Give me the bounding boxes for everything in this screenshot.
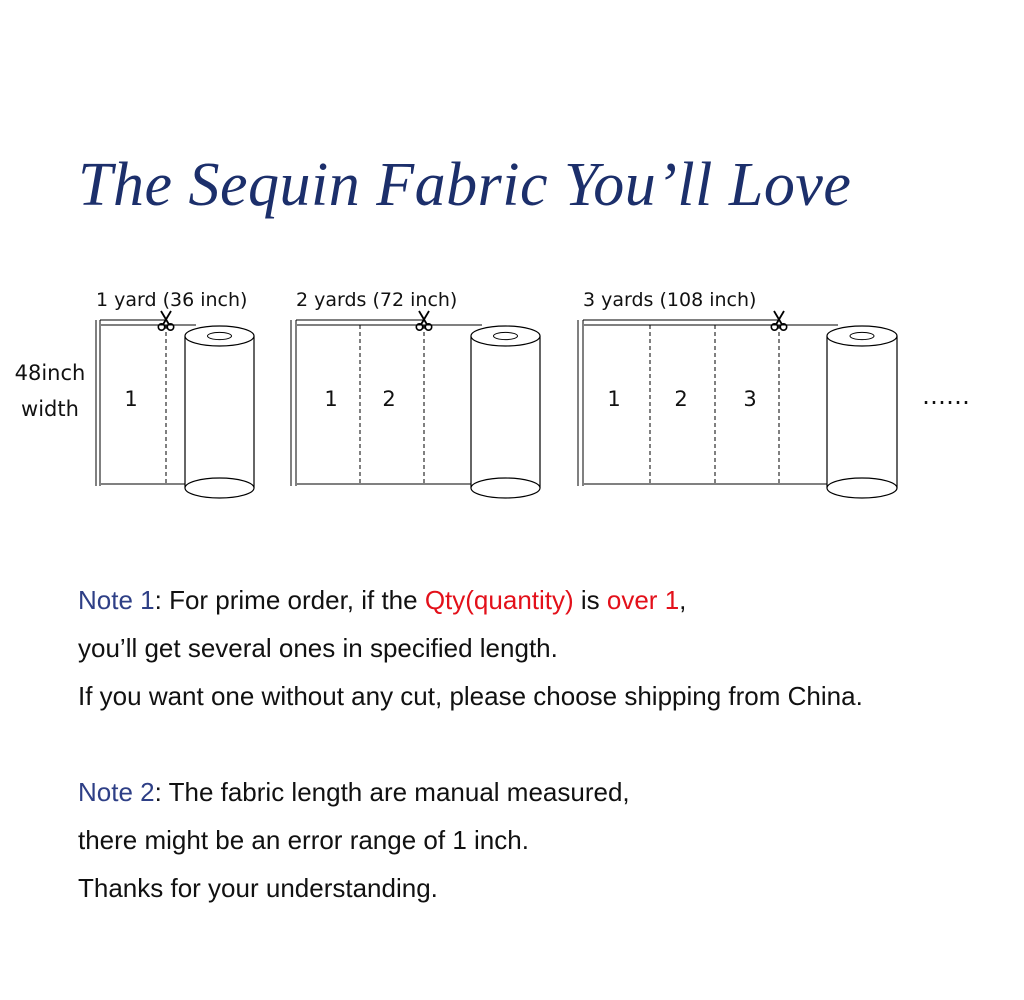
note-2-line-3: Thanks for your understanding.: [78, 873, 438, 903]
note-1-line-1: Note 1: For prime order, if the Qty(quan…: [78, 576, 863, 624]
piece-number: 2: [382, 387, 395, 411]
note-separator: :: [154, 777, 162, 807]
note-separator: :: [154, 585, 162, 615]
note-2-line-2: there might be an error range of 1 inch.: [78, 825, 529, 855]
note-1-line-3: If you want one without any cut, please …: [78, 681, 863, 711]
width-label-line1: 48inch: [15, 361, 86, 385]
more-ellipsis: ……: [922, 382, 970, 410]
piece-number: 1: [607, 387, 620, 411]
note-1-label: Note 1: [78, 585, 155, 615]
length-label-3: 3 yards (108 inch): [583, 289, 756, 311]
note-1: Note 1: For prime order, if the Qty(quan…: [78, 576, 863, 720]
over-highlight: over 1: [606, 585, 680, 615]
note-text: ,: [679, 585, 687, 615]
note-1-line-2: you’ll get several ones in specified len…: [78, 633, 558, 663]
note-2-line-1: Note 2: The fabric length are manual mea…: [78, 768, 863, 816]
note-text: is: [573, 585, 607, 615]
piece-number: 1: [324, 387, 337, 411]
qty-highlight: Qty(quantity): [424, 585, 574, 615]
piece-number: 3: [743, 387, 756, 411]
fabric-roll-3yards: 3 yards (108 inch) 1 2 3: [577, 289, 898, 499]
width-label-line2: width: [21, 397, 79, 421]
fabric-roll-1yard: 1 yard (36 inch) 1: [95, 289, 255, 499]
length-label-2: 2 yards (72 inch): [296, 289, 457, 311]
page-title: The Sequin Fabric You’ll Love: [78, 151, 852, 219]
fabric-roll-2yards: 2 yards (72 inch) 1 2: [290, 289, 541, 499]
note-2: Note 2: The fabric length are manual mea…: [78, 768, 863, 912]
piece-number: 2: [674, 387, 687, 411]
note-text: For prime order, if the: [161, 585, 425, 615]
length-label-1: 1 yard (36 inch): [96, 289, 247, 311]
note-text: The fabric length are manual measured,: [161, 777, 630, 807]
note-spacer: [78, 720, 863, 768]
fabric-roll-diagram: 48inch width 1 yard (36 inch) 1 2 yards …: [15, 289, 970, 499]
notes-section: Note 1: For prime order, if the Qty(quan…: [78, 576, 863, 912]
piece-number: 1: [124, 387, 137, 411]
note-2-label: Note 2: [78, 777, 155, 807]
